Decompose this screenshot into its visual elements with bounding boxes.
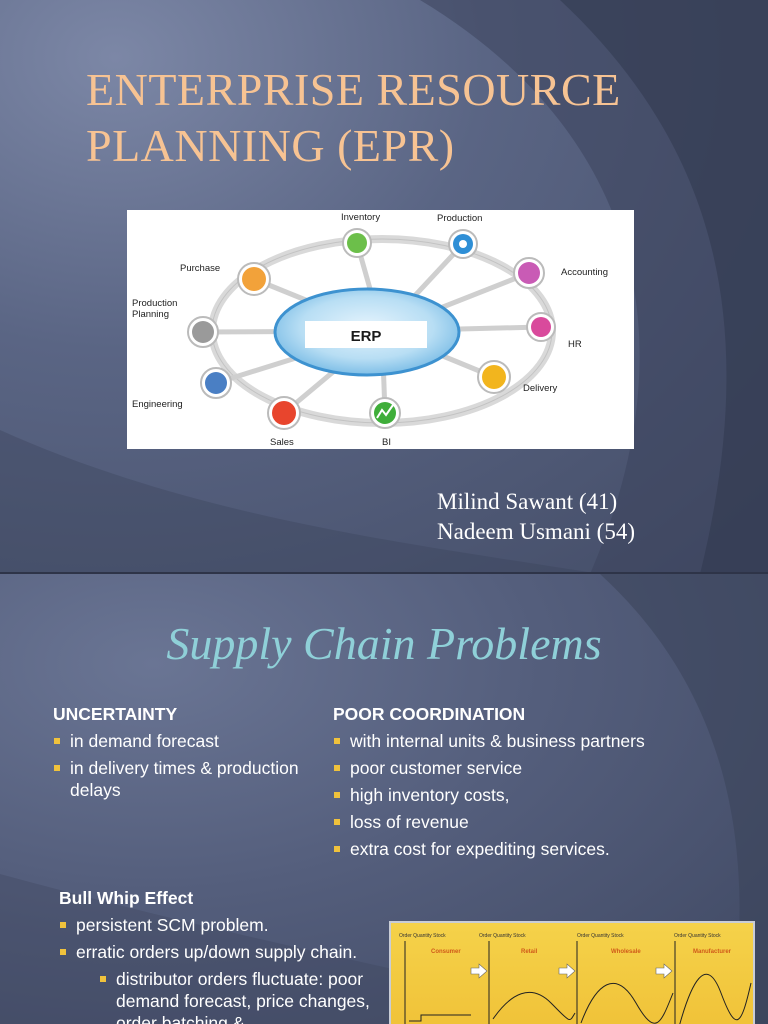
list-item: with internal units & business partners <box>333 730 753 752</box>
slide-title: ENTERPRISE RESOURCE PLANNING (EPR) <box>86 64 621 171</box>
module-label-inventory: Inventory <box>341 212 380 223</box>
uncertainty-section: UNCERTAINTY in demand forecast in delive… <box>53 704 313 806</box>
list-item: in demand forecast <box>53 730 313 752</box>
section-heading: Bull Whip Effect <box>59 888 194 908</box>
list-item: in delivery times & production delays <box>53 757 313 801</box>
module-label-purchase: Purchase <box>180 263 220 274</box>
planning-icon <box>187 316 219 348</box>
list-item: extra cost for expediting services. <box>333 838 753 860</box>
engineering-icon <box>200 367 232 399</box>
list-subitem: distributor orders fluctuate: poor deman… <box>99 968 399 1024</box>
supply-chain-slide: Supply Chain Problems UNCERTAINTY in dem… <box>0 574 768 1024</box>
bullwhip-chart: Order Quantity Stock Order Quantity Stoc… <box>389 921 755 1024</box>
slide-title: Supply Chain Problems <box>166 618 602 669</box>
list-item: persistent SCM problem. <box>59 914 399 936</box>
module-label-production: Production <box>437 213 482 224</box>
bullwhip-section: Bull Whip Effect persistent SCM problem.… <box>59 888 399 1024</box>
sales-icon <box>267 396 301 430</box>
list-item: poor customer service <box>333 757 753 779</box>
slide-divider <box>0 572 768 575</box>
bi-chart-icon <box>369 397 401 429</box>
stage-label-wholesale: Wholesale <box>611 949 641 955</box>
chart-panel-label: Order Quantity Stock <box>577 933 624 939</box>
flow-arrows <box>470 963 673 979</box>
module-label-accounting: Accounting <box>561 267 608 278</box>
chart-panel-label: Order Quantity Stock <box>674 933 721 939</box>
authors: Milind Sawant (41) Nadeem Usmani (54) <box>437 487 635 547</box>
list-item: erratic orders up/down supply chain. <box>59 941 399 963</box>
coordination-section: POOR COORDINATION with internal units & … <box>333 704 753 865</box>
section-heading: UNCERTAINTY <box>53 704 178 724</box>
chart-panel-label: Order Quantity Stock <box>479 933 526 939</box>
stage-label-manufacturer: Manufacturer <box>693 949 732 955</box>
section-heading: POOR COORDINATION <box>333 704 526 724</box>
module-label-delivery: Delivery <box>523 383 558 394</box>
list-item: loss of revenue <box>333 811 753 833</box>
people-icon <box>526 312 556 342</box>
purchase-icon <box>237 262 271 296</box>
author-2: Nadeem Usmani (54) <box>437 519 635 544</box>
module-label-hr: HR <box>568 339 582 350</box>
list-item: high inventory costs, <box>333 784 753 806</box>
title-slide: ENTERPRISE RESOURCE PLANNING (EPR) <box>0 0 768 574</box>
module-label-bi: BI <box>382 437 391 448</box>
module-label-engineering: Engineering <box>132 399 183 410</box>
stage-label-retail: Retail <box>521 949 538 955</box>
stage-label-consumer: Consumer <box>431 949 461 955</box>
gear-icon <box>448 229 478 259</box>
erp-center-label: ERP <box>351 328 382 345</box>
truck-icon <box>477 360 511 394</box>
module-label-sales: Sales <box>270 437 294 448</box>
inventory-icon <box>342 228 372 258</box>
author-1: Milind Sawant (41) <box>437 489 618 514</box>
chart-panel-label: Order Quantity Stock <box>399 933 446 939</box>
erp-diagram: ERP <box>127 210 634 449</box>
calculator-icon <box>513 257 545 289</box>
